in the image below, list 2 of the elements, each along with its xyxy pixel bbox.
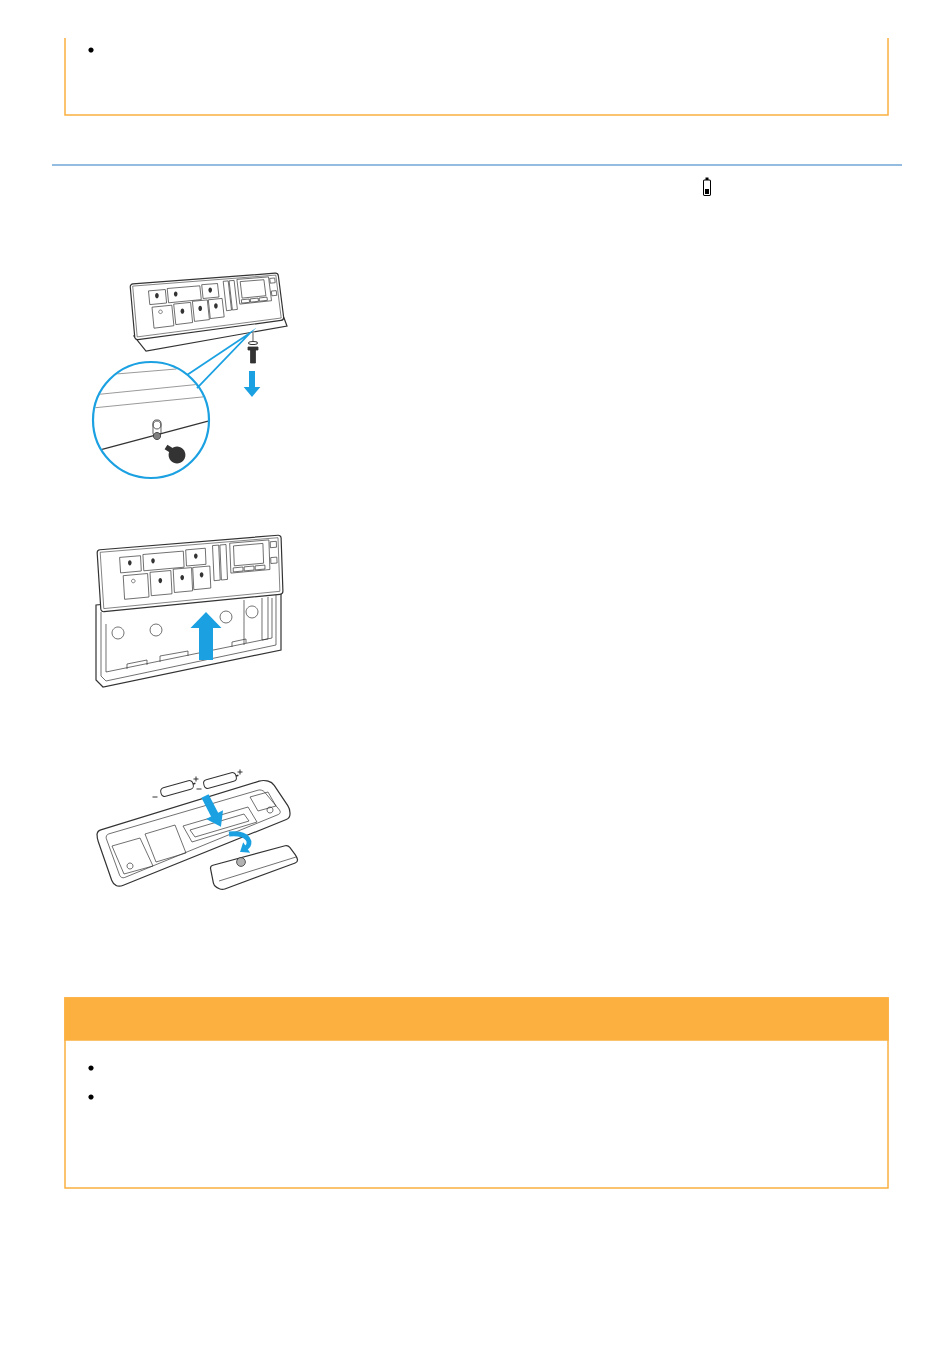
note-box: [64, 37, 889, 116]
note-header-band: [64, 997, 889, 1041]
